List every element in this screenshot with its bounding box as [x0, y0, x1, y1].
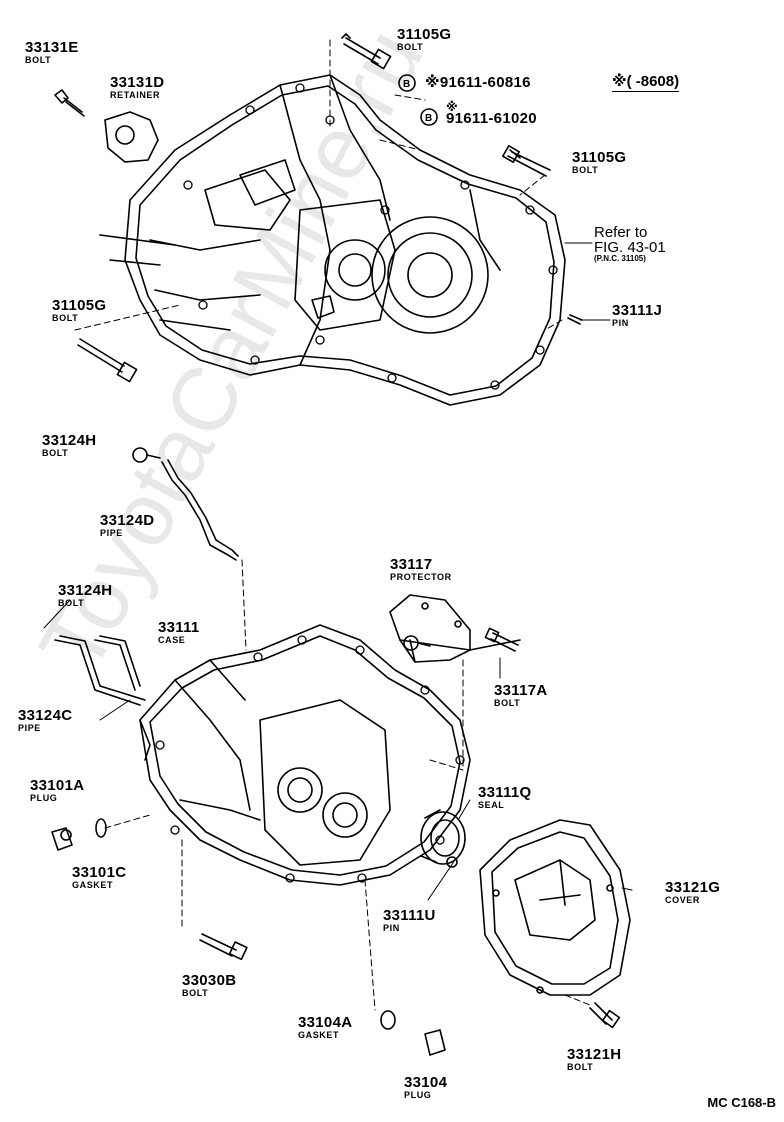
label-33104: 33104 PLUG [404, 1075, 447, 1100]
part-name: BOLT [25, 55, 52, 65]
part-name: PIPE [18, 723, 41, 733]
top-leader-lines [74, 39, 563, 331]
label-33030B: 33030B BOLT [182, 973, 236, 998]
part-number: 33111Q [478, 784, 532, 801]
part-name: BOLT [52, 313, 79, 323]
seal-drawing [420, 809, 466, 865]
part-number: 33124D [100, 512, 155, 529]
part-number: 33121G [665, 879, 721, 896]
part-number: 33111U [383, 907, 436, 924]
alt-part-2-mark: ※ [446, 100, 458, 114]
part-name: COVER [665, 895, 701, 905]
label-33101A: 33101A PLUG [30, 778, 84, 803]
part-number: 31105G [397, 26, 452, 43]
label-33117A: 33117A BOLT [494, 683, 548, 708]
top-solid-leaders [564, 242, 611, 321]
part-number: 33117A [494, 682, 548, 699]
alt-part-1: ※91611-60816 [425, 74, 531, 91]
label-33111: 33111 CASE [158, 620, 200, 645]
part-number: 33101C [72, 864, 127, 881]
part-number: 33117 [390, 556, 433, 573]
part-name: GASKET [298, 1030, 340, 1040]
part-name: PLUG [30, 793, 58, 803]
svg-text:B: B [425, 113, 432, 124]
cover-drawing [479, 819, 631, 996]
label-33121G: 33121G COVER [665, 880, 720, 905]
part-name: PIN [383, 923, 400, 933]
lower-leader-lines [104, 559, 591, 1011]
part-number: 33131E [25, 39, 79, 56]
part-name: PROTECTOR [390, 572, 452, 582]
part-name: BOLT [58, 598, 85, 608]
refer-line1: Refer to [594, 224, 648, 241]
part-number: 33101A [30, 777, 85, 794]
lower-small-parts [51, 447, 621, 1056]
part-number: 33104A [298, 1014, 353, 1031]
part-number: 31105G [572, 149, 627, 166]
part-name: PLUG [404, 1090, 432, 1100]
part-number: 33111J [612, 302, 663, 319]
label-33131E: 33131E BOLT [25, 40, 79, 65]
label-33104A: 33104A GASKET [298, 1015, 352, 1040]
part-name: BOLT [182, 988, 209, 998]
part-name: PIN [612, 318, 629, 328]
part-number: 33124C [18, 707, 73, 724]
refer-note: Refer to FIG. 43-01 (P.N.C. 31105) [594, 225, 666, 263]
part-number: 33124H [58, 582, 113, 599]
label-31105G-left: 31105G BOLT [52, 298, 106, 323]
label-33131D: 33131D RETAINER [110, 75, 164, 100]
protector-drawing [389, 594, 521, 663]
label-33124H-top: 33124H BOLT [42, 433, 96, 458]
part-number: 33131D [110, 74, 165, 91]
part-number: 33030B [182, 972, 237, 989]
top-bolts-drawing: B B [54, 33, 583, 383]
refer-line2: FIG. 43-01 [594, 239, 666, 256]
transmission-case-drawing [139, 624, 471, 886]
part-name: BOLT [494, 698, 521, 708]
part-name: GASKET [72, 880, 114, 890]
part-name: SEAL [478, 800, 505, 810]
label-33121H: 33121H BOLT [567, 1047, 621, 1072]
figure-code: MC C168-B [707, 1095, 776, 1110]
label-33111U: 33111U PIN [383, 908, 436, 933]
label-33124D: 33124D PIPE [100, 513, 154, 538]
lower-solid-leaders [43, 599, 633, 901]
label-31105G-right: 31105G BOLT [572, 150, 626, 175]
part-name: CASE [158, 635, 186, 645]
label-33111J: 33111J PIN [612, 303, 662, 328]
applicability-note: ※( -8608) [612, 73, 680, 92]
clutch-housing-drawing [99, 74, 566, 406]
refer-line3: (P.N.C. 31105) [594, 254, 646, 263]
label-31105G-top: 31105G BOLT [397, 27, 451, 52]
pipe-drawings [54, 459, 239, 706]
part-number: 33124H [42, 432, 97, 449]
svg-text:B: B [403, 79, 410, 90]
label-33101C: 33101C GASKET [72, 865, 126, 890]
label-33111Q: 33111Q SEAL [478, 785, 532, 810]
label-33124C: 33124C PIPE [18, 708, 72, 733]
part-name: PIPE [100, 528, 123, 538]
part-name: BOLT [572, 165, 599, 175]
label-33117: 33117 PROTECTOR [390, 557, 452, 582]
part-name: BOLT [42, 448, 69, 458]
label-33124H-left: 33124H BOLT [58, 583, 112, 608]
part-number: 31105G [52, 297, 107, 314]
alt-part-2: 91611-61020 [446, 110, 537, 127]
part-name: BOLT [397, 42, 424, 52]
part-number: 33104 [404, 1074, 448, 1091]
part-number: 33121H [567, 1046, 622, 1063]
part-number: 33111 [158, 619, 200, 636]
part-name: BOLT [567, 1062, 594, 1072]
part-name: RETAINER [110, 90, 161, 100]
